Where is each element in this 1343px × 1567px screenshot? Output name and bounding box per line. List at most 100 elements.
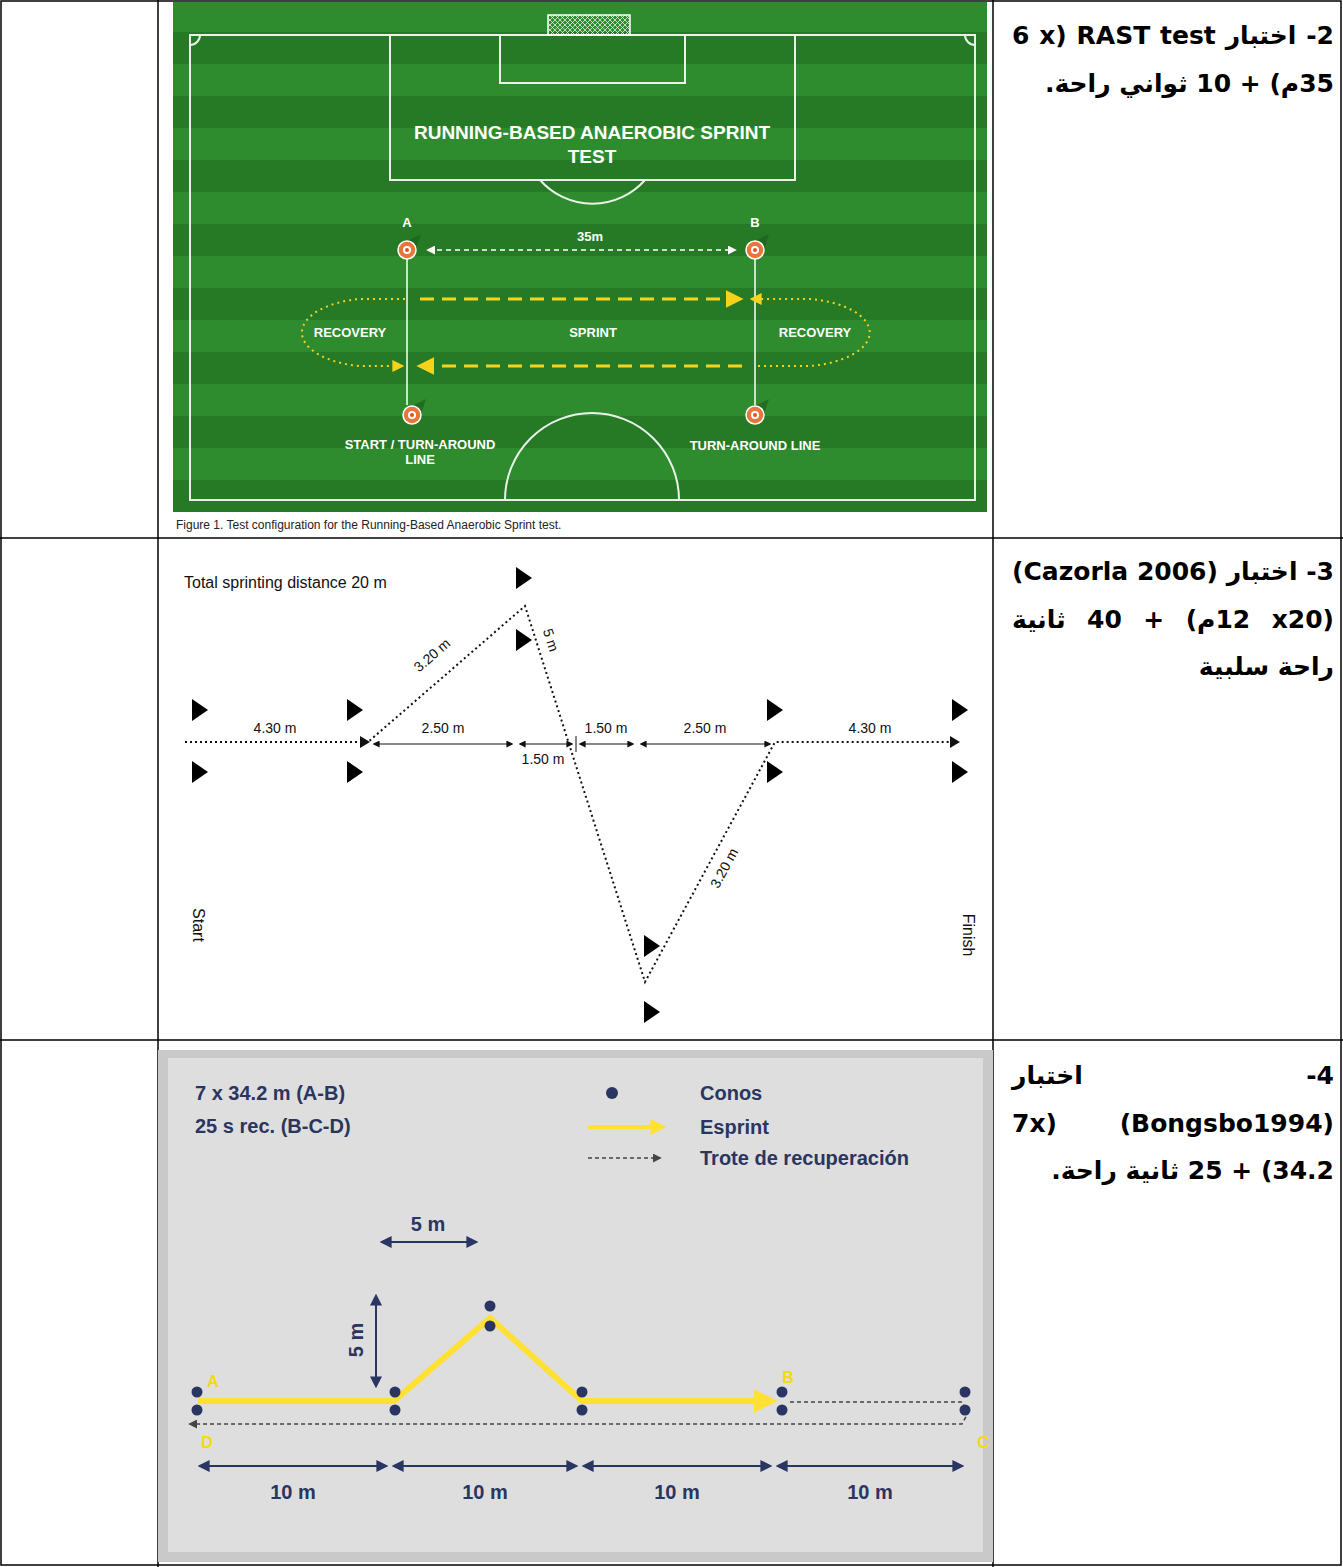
cone-marker bbox=[644, 1001, 660, 1023]
drawing-part bbox=[302, 299, 405, 366]
cone-letter: A bbox=[207, 1373, 219, 1391]
drawing-part bbox=[420, 365, 742, 368]
drawing-part bbox=[540, 180, 645, 204]
dimension: 5 m bbox=[345, 1323, 368, 1357]
cone-dot bbox=[390, 1405, 401, 1416]
cone-letter: D bbox=[201, 1434, 213, 1452]
zone-label: RECOVERY bbox=[779, 325, 851, 340]
cone-dot bbox=[777, 1387, 788, 1398]
legend-text: Trote de recuperación bbox=[700, 1147, 909, 1170]
drawing-part bbox=[390, 35, 795, 180]
cone-dot bbox=[960, 1405, 971, 1416]
drawing-part bbox=[185, 606, 958, 982]
drawing-part bbox=[520, 744, 572, 745]
drawing-part bbox=[200, 1465, 386, 1467]
dimension: 4.30 m bbox=[254, 720, 297, 736]
cone-dot bbox=[390, 1387, 401, 1398]
cone-marker bbox=[516, 629, 532, 651]
cone-ring bbox=[751, 411, 759, 419]
dimension: 10 m bbox=[847, 1481, 893, 1504]
drawing-part bbox=[374, 736, 770, 752]
dimension: 5 m bbox=[540, 626, 562, 653]
table-cell-text: 3- اختبار (Cazorla 2006) (12 x20م) + 40 … bbox=[1012, 548, 1334, 691]
drawing-part bbox=[375, 1296, 377, 1386]
drawing-part bbox=[576, 736, 577, 752]
legend-text: Conos bbox=[700, 1082, 762, 1105]
cazorla-course bbox=[185, 606, 960, 982]
start-label: Start bbox=[189, 908, 207, 942]
cone-marker bbox=[192, 567, 968, 1023]
cone-top bbox=[410, 413, 414, 417]
drawing-part bbox=[190, 35, 975, 45]
drawing-part bbox=[0, 1039, 1343, 1041]
cone-ring bbox=[751, 246, 759, 254]
protocol-note: 25 s rec. (B-C-D) bbox=[195, 1115, 351, 1138]
bangsbo-course bbox=[190, 1242, 968, 1466]
dimension: 4.30 m bbox=[849, 720, 892, 736]
cone-marker bbox=[347, 699, 363, 721]
cone-letter: B bbox=[750, 215, 759, 230]
drawing-part bbox=[588, 1125, 660, 1129]
drawing-part bbox=[428, 249, 735, 251]
line-label: TURN-AROUND LINE bbox=[690, 438, 821, 453]
bangsbo-ground bbox=[158, 1050, 993, 1562]
zone-label: SPRINT bbox=[569, 325, 617, 340]
legend-samples bbox=[588, 1087, 660, 1158]
cone-dot bbox=[192, 1301, 971, 1416]
zone-label: RECOVERY bbox=[314, 325, 386, 340]
cone-dot bbox=[485, 1301, 496, 1312]
rast-course bbox=[302, 250, 870, 405]
cone-marker bbox=[767, 699, 783, 721]
dimension: 1.50 m bbox=[522, 751, 565, 767]
cone-marker bbox=[952, 761, 968, 783]
cone-letter: C bbox=[977, 1434, 989, 1452]
cone-marker bbox=[952, 699, 968, 721]
drawing-part bbox=[505, 413, 679, 500]
cone bbox=[746, 234, 769, 259]
drawing-part bbox=[190, 35, 975, 500]
field-title: RUNNING-BASED ANAEROBIC SPRINT TEST bbox=[392, 121, 792, 169]
cone-marker bbox=[644, 935, 660, 957]
drawing-part bbox=[382, 1241, 476, 1243]
drawing-part bbox=[200, 1242, 962, 1466]
drawing-part bbox=[406, 258, 408, 405]
cone-marker bbox=[516, 567, 532, 589]
cone-marker bbox=[192, 761, 208, 783]
line-label: START / TURN-AROUND LINE bbox=[330, 437, 510, 467]
drawing-part bbox=[606, 1087, 618, 1099]
drawing-part bbox=[0, 537, 1343, 539]
drawing-part bbox=[641, 744, 770, 745]
cone-base bbox=[398, 241, 416, 259]
cone-letter: A bbox=[402, 215, 411, 230]
cone-dot bbox=[777, 1405, 788, 1416]
table-cell-text: 4- اختبار (Bongsbo1994) (7x 34.2) + 25 ث… bbox=[1012, 1052, 1334, 1195]
drawing-part bbox=[394, 1465, 576, 1467]
drawing-part bbox=[548, 15, 630, 35]
cone bbox=[746, 399, 769, 424]
drawing-part bbox=[173, 2, 987, 512]
drawing-part bbox=[580, 744, 633, 745]
drawing-part bbox=[158, 1050, 993, 1562]
drawing-part bbox=[950, 736, 960, 748]
cone-base bbox=[746, 241, 764, 259]
dimension: 10 m bbox=[462, 1481, 508, 1504]
drawing-part bbox=[754, 258, 756, 405]
dimension: 3.20 m bbox=[707, 845, 741, 890]
legend-text: Esprint bbox=[700, 1116, 769, 1139]
cone-base bbox=[746, 406, 764, 424]
drawing-part bbox=[374, 744, 512, 745]
cone-top bbox=[753, 248, 757, 252]
dimension: 3.20 m bbox=[411, 635, 454, 675]
cone-ring bbox=[403, 246, 411, 254]
cone-top bbox=[753, 413, 757, 417]
protocol-note: 7 x 34.2 m (A-B) bbox=[195, 1082, 345, 1105]
figure-caption: Figure 1. Test configuration for the Run… bbox=[176, 518, 561, 532]
drawing-part bbox=[588, 1157, 660, 1159]
cone-ring bbox=[408, 411, 416, 419]
cone-marker bbox=[347, 761, 363, 783]
drawing-part bbox=[778, 1465, 962, 1467]
drawing-part bbox=[190, 1402, 968, 1424]
